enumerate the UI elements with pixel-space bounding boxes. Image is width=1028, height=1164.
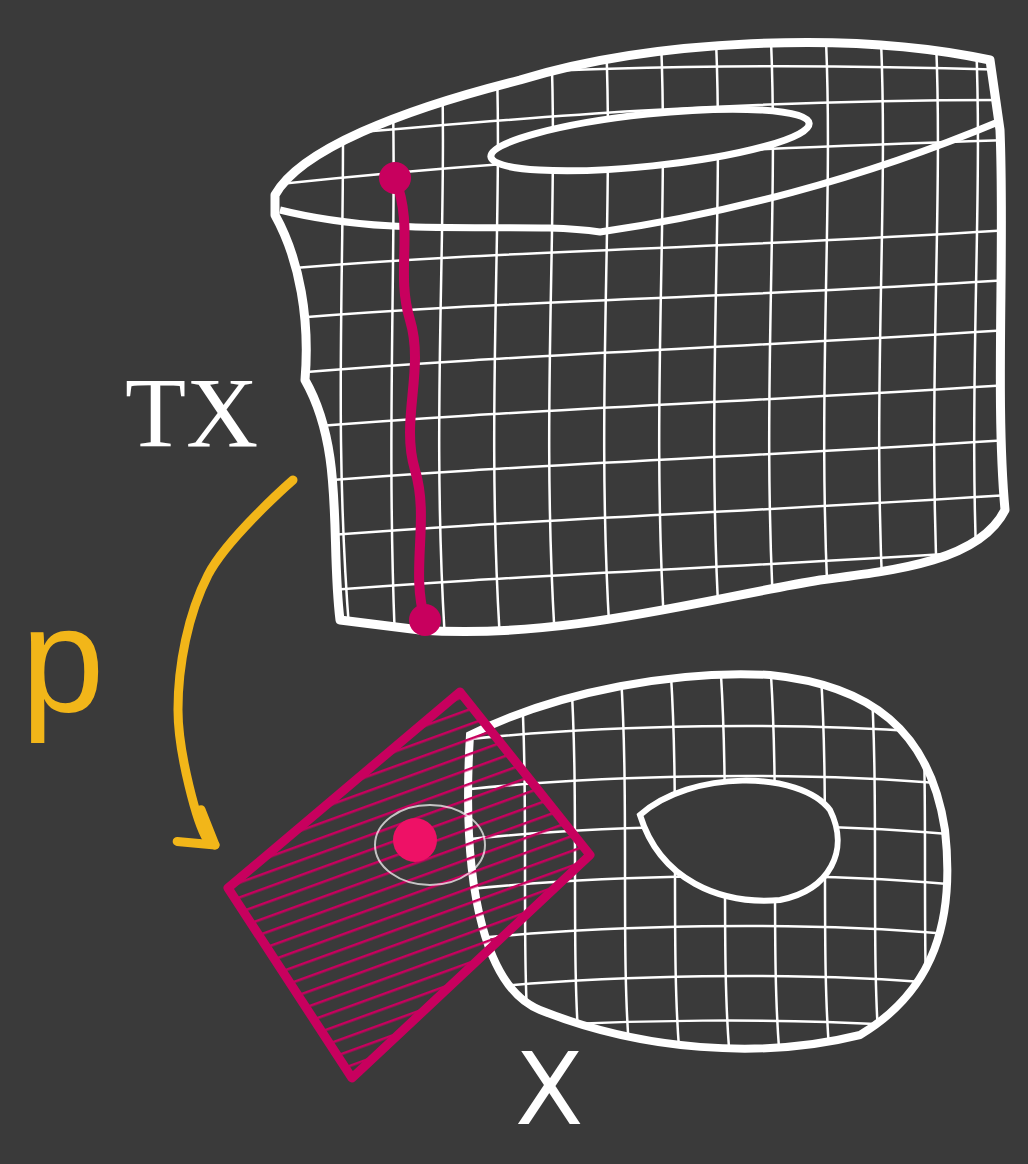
fiber-end [409, 604, 441, 636]
space-name: TX [125, 363, 258, 463]
space-name: X [515, 1040, 584, 1140]
projection-arrow [178, 480, 293, 845]
map-label: p [21, 585, 104, 735]
tx-outline [275, 43, 1005, 632]
tx-hole [488, 97, 812, 182]
arrow-head [177, 810, 215, 845]
space-region: TX [120, 355, 305, 480]
fiber-line [395, 178, 425, 620]
space-region: X [215, 660, 955, 1155]
base-point [393, 818, 437, 862]
tangent-plane [228, 692, 590, 1078]
x-hole [640, 781, 838, 901]
plane-contour [375, 805, 485, 885]
tx-grid [270, 20, 1010, 640]
fiber-end [379, 162, 411, 194]
